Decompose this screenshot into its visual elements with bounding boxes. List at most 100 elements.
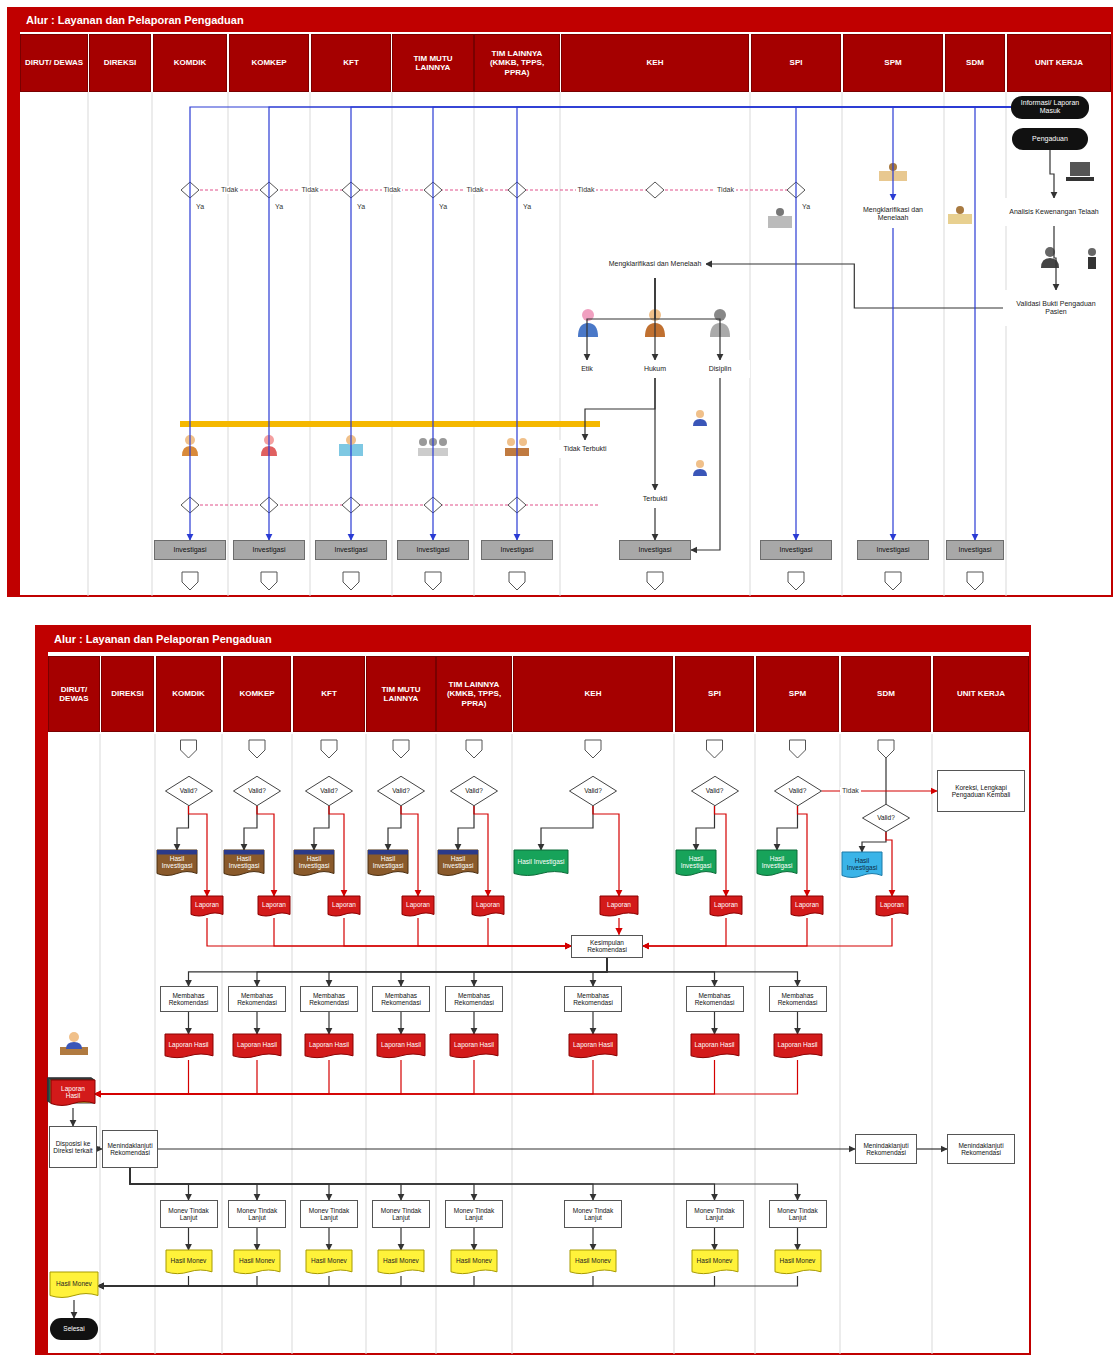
node-text: SDM xyxy=(966,58,984,67)
decor-line xyxy=(840,734,841,1354)
flow-connector xyxy=(714,1012,715,1034)
decor-rect xyxy=(8,8,1112,596)
node-text: Hasil Monev xyxy=(456,1257,492,1264)
process-box: Monev Tindak Lanjut xyxy=(228,1200,286,1228)
node-text: Investigasi xyxy=(334,546,367,554)
flow-connector xyxy=(72,1108,73,1126)
decor-g xyxy=(948,206,972,224)
lane-header: SPM xyxy=(843,34,943,92)
node-text: Membahas Rekomendasi xyxy=(690,992,740,1007)
document-body xyxy=(306,1250,352,1274)
process-box: Investigasi xyxy=(760,540,832,560)
terminator-pill: Pengaduan xyxy=(1012,128,1088,150)
decor-line xyxy=(944,92,945,596)
node-text: SPI xyxy=(790,58,803,67)
node-text: Menindaklanjuti Rekomendasi xyxy=(106,1142,154,1157)
decor-rect xyxy=(36,626,1030,1354)
document-body xyxy=(438,850,478,875)
flow-connector xyxy=(351,107,1011,540)
document-body xyxy=(166,1250,212,1274)
document-shape: Hasil Investigasi xyxy=(842,852,882,880)
decor-path xyxy=(425,572,441,590)
decor-line xyxy=(155,734,156,1354)
process-box: Monev Tindak Lanjut xyxy=(300,1200,358,1228)
decor-rect xyxy=(36,626,48,1354)
diamond-shape xyxy=(450,776,497,805)
lane-header: SDM xyxy=(945,34,1005,92)
node-text: Hasil Investigasi xyxy=(160,855,194,870)
report-stack: Laporan Hasil xyxy=(51,1080,95,1108)
flow-connector xyxy=(257,958,607,987)
decor-path xyxy=(788,572,804,590)
decor-g xyxy=(578,309,598,337)
document-body xyxy=(842,852,882,877)
icon-caption: Mengklarifikasi dan Menelaah xyxy=(847,200,939,228)
flow-connector xyxy=(1054,226,1056,290)
monitoring-document: Hasil Monev xyxy=(166,1250,212,1276)
branch-label: Tidak xyxy=(300,186,321,194)
flow-connector xyxy=(98,1276,715,1286)
document-body xyxy=(402,896,434,916)
node-text: Laporan xyxy=(195,901,219,908)
document-band xyxy=(368,850,408,854)
node-text: Hasil Monev xyxy=(383,1257,419,1264)
flow-connector xyxy=(714,1228,715,1250)
document-body xyxy=(757,850,797,875)
node-text: Mengklarifikasi dan Menelaah xyxy=(850,206,936,222)
node-text: KOMKEP xyxy=(239,689,274,698)
document-body xyxy=(472,896,504,916)
lane-header: UNIT KERJA xyxy=(1007,34,1111,92)
document-body xyxy=(775,1250,821,1274)
flow-connector xyxy=(98,1276,401,1286)
decor-path xyxy=(466,740,482,758)
swimlane-panel: Alur : Layanan dan Pelaporan PengaduanDI… xyxy=(8,8,1112,596)
document-body xyxy=(876,896,908,916)
decor-line xyxy=(436,734,437,1354)
decor-path xyxy=(885,572,901,590)
node-text: SPM xyxy=(884,58,901,67)
process-box: Membahas Rekomendasi xyxy=(686,986,744,1012)
document-body xyxy=(774,1034,822,1058)
process-box: Menindaklanjuti Rekomendasi xyxy=(855,1134,917,1164)
decor-line xyxy=(366,734,367,1354)
node-text: Disposisi ke Direksi terkait xyxy=(53,1140,93,1155)
report-document: Laporan xyxy=(402,896,434,918)
flow-connector xyxy=(98,1276,798,1286)
decor-g xyxy=(88,92,1006,596)
node-text: Monev Tindak Lanjut xyxy=(449,1207,499,1222)
flow-connector xyxy=(158,1148,855,1149)
node-text: Koreksi, Lengkapi Pengaduan Kembali xyxy=(941,784,1021,799)
node-text: Laporan xyxy=(262,901,286,908)
lane-header: KOMKEP xyxy=(223,656,291,732)
node-text: Investigasi xyxy=(876,546,909,554)
node-text: UNIT KERJA xyxy=(957,689,1005,698)
lane-header: SDM xyxy=(841,656,931,732)
lane-header: KEH xyxy=(561,34,749,92)
swimlane-panel: Alur : Layanan dan Pelaporan PengaduanDI… xyxy=(36,626,1030,1354)
lane-header: TIM LAINNYA (KMKB, TPPS, PPRA) xyxy=(474,34,560,92)
process-box: Menindaklanjuti Rekomendasi xyxy=(947,1134,1015,1164)
flow-connector xyxy=(607,958,798,987)
icon-caption: Disiplin xyxy=(690,360,750,378)
flow-connector xyxy=(1050,150,1054,198)
monitoring-document: Hasil Monev xyxy=(692,1250,738,1276)
decor-line xyxy=(88,92,89,596)
report-document: Laporan Hasil xyxy=(774,1034,822,1060)
report-document: Laporan Hasil xyxy=(569,1034,617,1060)
document-body xyxy=(378,1250,424,1274)
decor-line xyxy=(932,734,933,1354)
flow-connector xyxy=(593,958,607,987)
report-document: Laporan Hasil xyxy=(233,1034,281,1060)
process-box: Disposisi ke Direksi terkait xyxy=(49,1126,97,1168)
decor-line xyxy=(674,734,675,1354)
document-shape: Hasil Investigasi xyxy=(438,850,478,878)
decision-diamond: Valid? xyxy=(165,776,213,806)
node-text: Laporan xyxy=(332,901,356,908)
terminator-pill: Selesai xyxy=(50,1318,98,1340)
node-text: Monev Tindak Lanjut xyxy=(568,1207,618,1222)
decor-rect xyxy=(1066,177,1094,181)
decision-diamond: Valid? xyxy=(450,776,498,806)
node-text: Analisis Kewenangan Telaah xyxy=(1009,208,1098,216)
node-text: Pengaduan xyxy=(1032,135,1068,143)
flow-connector xyxy=(98,1276,189,1286)
